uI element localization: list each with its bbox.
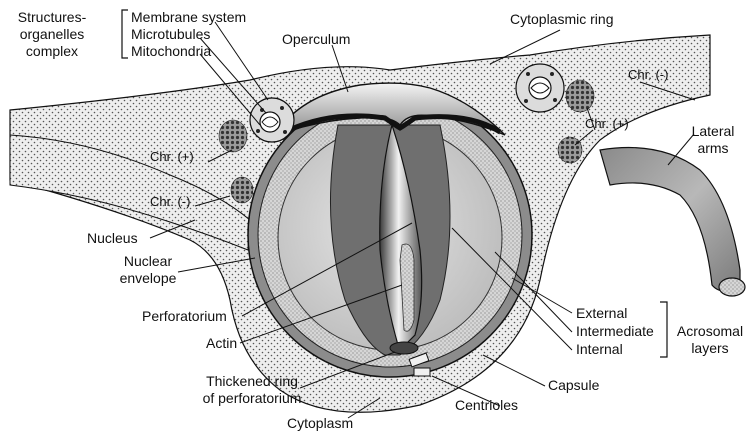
- label-structures-organelles-3: complex: [26, 43, 78, 59]
- chromatin-minus-right: [558, 137, 582, 163]
- label-lateral-arms-2: arms: [697, 140, 728, 156]
- label-thickened-ring-1: Thickened ring: [206, 373, 298, 389]
- label-nuclear-envelope-1: Nuclear: [124, 253, 173, 269]
- label-acrosomal-layers-1: Acrosomal: [677, 323, 743, 339]
- label-thickened-ring-2: of perforatorium: [203, 390, 302, 406]
- label-intermediate: Intermediate: [576, 323, 654, 339]
- label-acrosomal-layers-2: layers: [691, 340, 728, 356]
- lateral-arm: [600, 148, 740, 292]
- label-structures-organelles-1: Structures-: [18, 9, 87, 25]
- organelles-complex-left: [250, 98, 294, 142]
- label-microtubules: Microtubules: [131, 26, 210, 42]
- acrosomal-bracket: [660, 302, 667, 357]
- label-chr-plus-right: Chr. (+): [585, 116, 629, 131]
- label-mitochondria: Mitochondria: [131, 43, 211, 59]
- label-capsule: Capsule: [548, 377, 600, 393]
- organelles-complex-right: [516, 64, 564, 112]
- label-cytoplasmic-ring: Cytoplasmic ring: [510, 11, 613, 27]
- label-nuclear-envelope-2: envelope: [120, 270, 177, 286]
- label-membrane-system: Membrane system: [131, 9, 246, 25]
- label-internal: Internal: [576, 341, 623, 357]
- label-chr-minus-left: Chr. (-): [150, 194, 190, 209]
- label-chr-minus-right: Chr. (-): [628, 67, 668, 82]
- chromatin-plus-right: [566, 80, 594, 112]
- label-lateral-arms-1: Lateral: [692, 123, 735, 139]
- label-external: External: [576, 305, 627, 321]
- label-cytoplasm: Cytoplasm: [287, 415, 353, 431]
- label-nucleus: Nucleus: [87, 230, 138, 246]
- chromatin-plus-left: [219, 120, 247, 152]
- label-perforatorium: Perforatorium: [142, 308, 227, 324]
- chromatin-minus-left: [231, 177, 253, 203]
- label-centrioles: Centrioles: [455, 397, 518, 413]
- label-chr-plus-left: Chr. (+): [150, 149, 194, 164]
- label-structures-organelles-2: organelles: [20, 26, 85, 42]
- organelles-bracket: [122, 10, 128, 58]
- label-actin: Actin: [206, 335, 237, 351]
- lateral-arm-cut-end: [719, 278, 745, 296]
- label-operculum: Operculum: [282, 31, 350, 47]
